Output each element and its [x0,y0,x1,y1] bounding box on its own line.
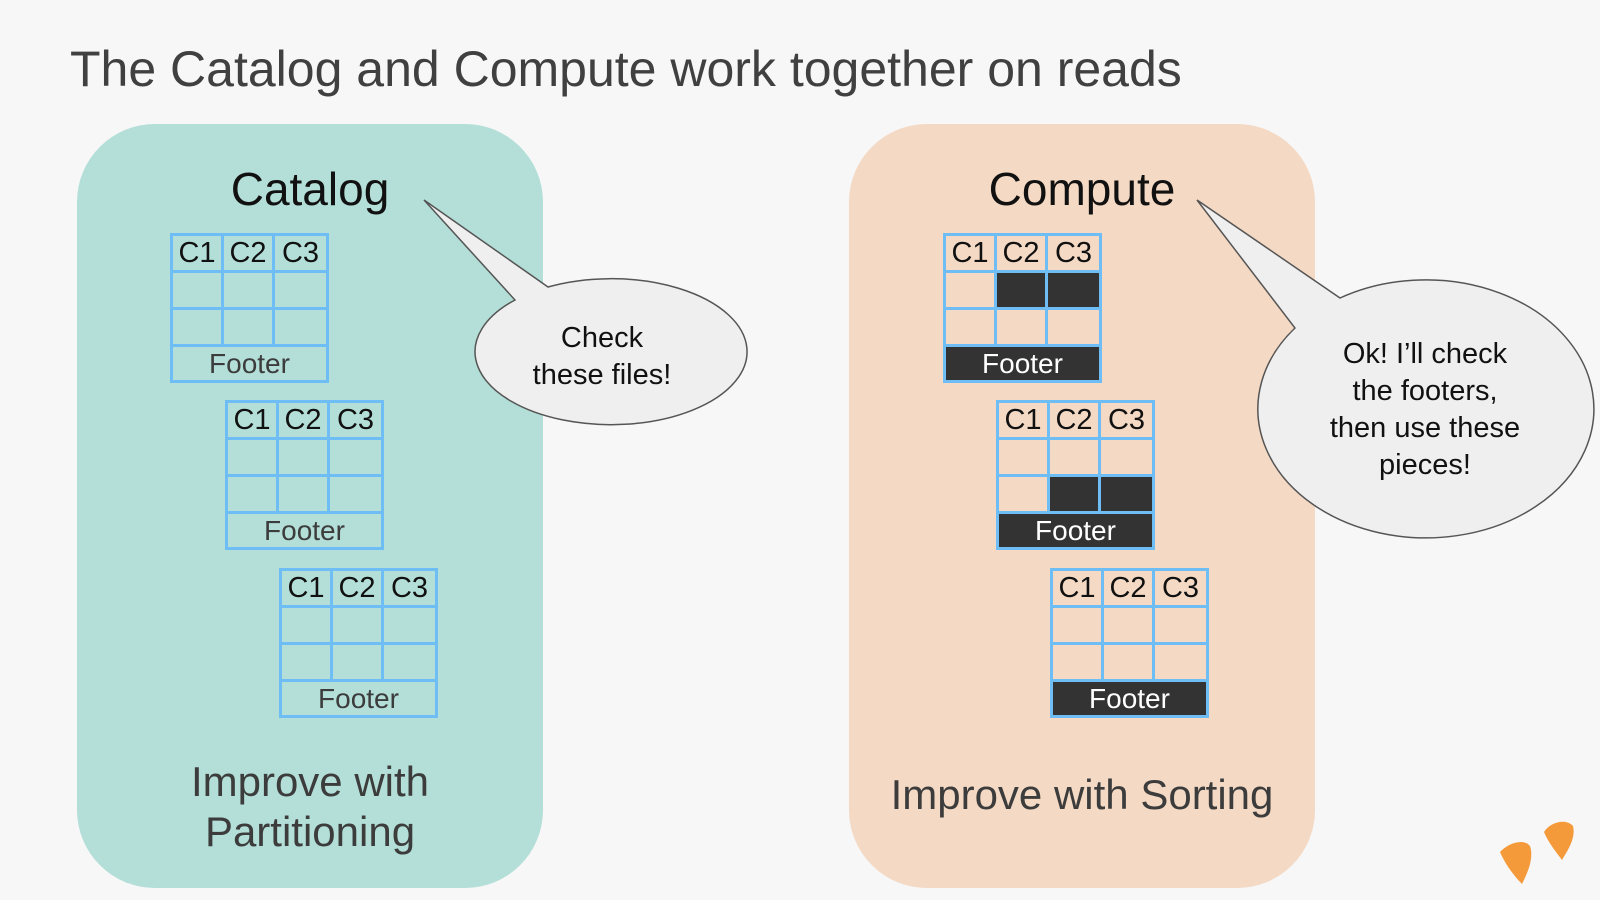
column-header-3: C3 [1048,236,1099,273]
highlighted-chunk [1048,273,1099,310]
compute-speech-bubble [1196,199,1595,539]
compute-bubble-line1: Ok! I’ll check [1342,338,1508,370]
compute-bubble-line4: pieces! [1379,449,1471,481]
data-chunk [173,310,224,347]
duck-feet-logo-icon [1500,821,1574,884]
data-chunk [384,608,435,645]
column-header-2: C2 [279,403,330,440]
data-chunk [224,273,275,310]
data-chunk [1155,645,1206,682]
data-chunk [997,310,1048,347]
compute-caption: Improve with Sorting [890,771,1274,818]
column-header-3: C3 [1101,403,1152,440]
file-footer: Footer [209,347,290,379]
file-footer: Footer [264,514,345,546]
data-chunk [1048,310,1099,347]
data-chunk [333,645,384,682]
data-chunk [1155,608,1206,645]
data-chunk [228,440,279,477]
column-header-1: C1 [946,236,997,273]
column-header-2: C2 [997,236,1048,273]
data-chunk [275,310,326,347]
data-chunk [330,477,381,514]
data-chunk [228,477,279,514]
column-header-3: C3 [275,236,326,273]
file-footer: Footer [1053,682,1206,715]
highlighted-chunk [997,273,1048,310]
compute-bubble-line3: then use these [1329,412,1521,444]
data-chunk [1050,440,1101,477]
file-footer: Footer [946,347,1099,380]
column-header-2: C2 [333,571,384,608]
column-header-3: C3 [384,571,435,608]
column-header-3: C3 [330,403,381,440]
column-header-3: C3 [1155,571,1206,608]
data-chunk [333,608,384,645]
data-chunk [279,477,330,514]
catalog-speech-bubble [423,199,748,426]
compute-bubble-line2: the footers, [1352,375,1498,407]
column-header-2: C2 [1050,403,1101,440]
column-header-2: C2 [1104,571,1155,608]
catalog-bubble-line2: these files! [532,359,672,391]
data-chunk [275,273,326,310]
data-chunk [224,310,275,347]
data-chunk [282,608,333,645]
file-footer: Footer [318,682,399,714]
compute-bubble-text: Ok! I’ll check the footers, then use the… [1300,336,1550,484]
file-footer: Footer [999,514,1152,547]
catalog-heading: Catalog [230,163,390,215]
data-chunk [1053,645,1104,682]
data-chunk [946,273,997,310]
data-chunk [1101,440,1152,477]
compute-heading: Compute [988,163,1176,215]
catalog-panel [77,124,543,888]
catalog-bubble-text: Check these files! [512,320,692,394]
data-chunk [1053,608,1104,645]
data-chunk [999,477,1050,514]
highlighted-chunk [1101,477,1152,514]
highlighted-chunk [1050,477,1101,514]
data-chunk [282,645,333,682]
catalog-caption: Improve with Partitioning [77,757,543,857]
data-chunk [946,310,997,347]
data-chunk [384,645,435,682]
column-header-1: C1 [173,236,224,273]
data-chunk [279,440,330,477]
slide-title: The Catalog and Compute work together on… [70,41,1182,97]
column-header-2: C2 [224,236,275,273]
column-header-1: C1 [999,403,1050,440]
data-chunk [330,440,381,477]
column-header-1: C1 [1053,571,1104,608]
data-chunk [1104,608,1155,645]
column-header-1: C1 [282,571,333,608]
column-header-1: C1 [228,403,279,440]
catalog-caption-line1: Improve with [190,758,430,805]
catalog-caption-line2: Partitioning [204,808,416,855]
data-chunk [1104,645,1155,682]
data-chunk [173,273,224,310]
data-chunk [999,440,1050,477]
catalog-bubble-line1: Check [560,322,644,354]
